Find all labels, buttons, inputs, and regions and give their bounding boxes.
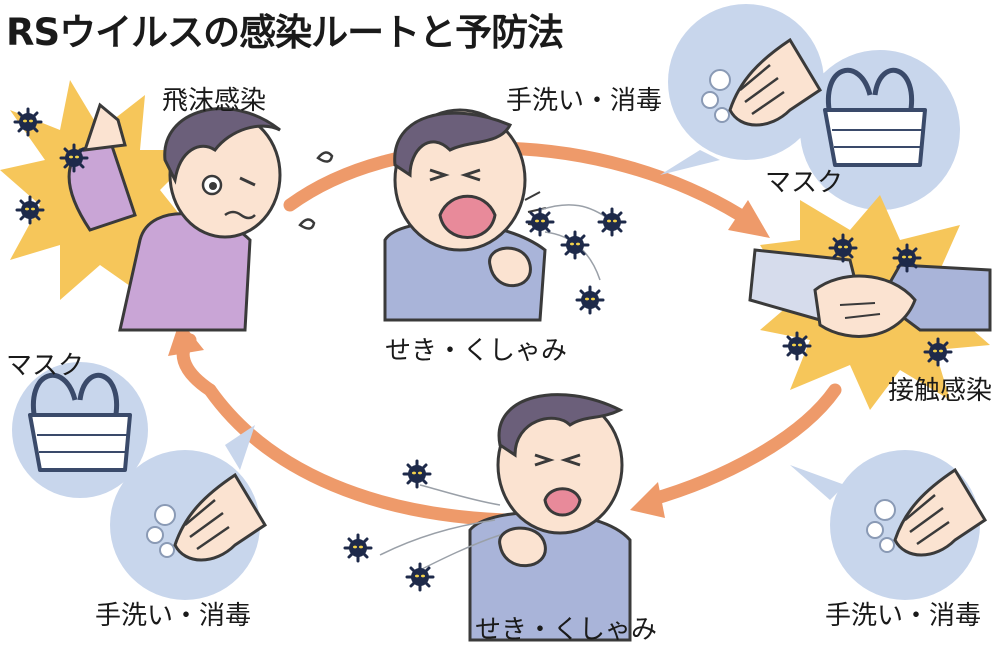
label-handwash-right: 手洗い・消毒 (825, 601, 982, 631)
virus-icon (59, 143, 89, 173)
virus-icon (13, 107, 43, 137)
arrow-head-right-top (728, 200, 770, 238)
virus-icon (923, 337, 953, 367)
arrow-right (643, 383, 842, 507)
label-cough-sneeze-top: せき・くしゃみ (385, 336, 568, 366)
handshake-icon (748, 248, 992, 338)
diagram-title: RSウイルスの感染ルートと予防法 (6, 11, 564, 54)
label-handwash-left: 手洗い・消毒 (95, 601, 252, 631)
virus-icon (828, 233, 858, 263)
person-girl (67, 102, 282, 332)
label-handwash-top: 手洗い・消毒 (506, 86, 663, 116)
virus-icon (575, 285, 605, 315)
sweat-drop-icon (298, 151, 334, 230)
label-contact-infection: 接触感染 (888, 376, 993, 406)
virus-icon (560, 230, 590, 260)
virus-icon (343, 533, 373, 563)
label-mask-left: マスク (6, 351, 85, 381)
virus-icon (597, 207, 627, 237)
person-boy-coughing-bottom (379, 393, 632, 642)
virus-icon (525, 207, 555, 237)
arrow-head-bottom-right (630, 482, 665, 518)
person-man-coughing-top (383, 108, 611, 322)
label-mask-top: マスク (765, 168, 844, 198)
virus-icon (892, 243, 922, 273)
virus-icon (782, 331, 812, 361)
virus-icon (405, 562, 435, 592)
label-cough-sneeze-bottom: せき・くしゃみ (475, 615, 658, 645)
virus-icon (402, 459, 432, 489)
arrow-bottom (203, 383, 512, 527)
label-droplet-infection: 飛沫感染 (162, 86, 267, 116)
virus-icon (15, 195, 45, 225)
